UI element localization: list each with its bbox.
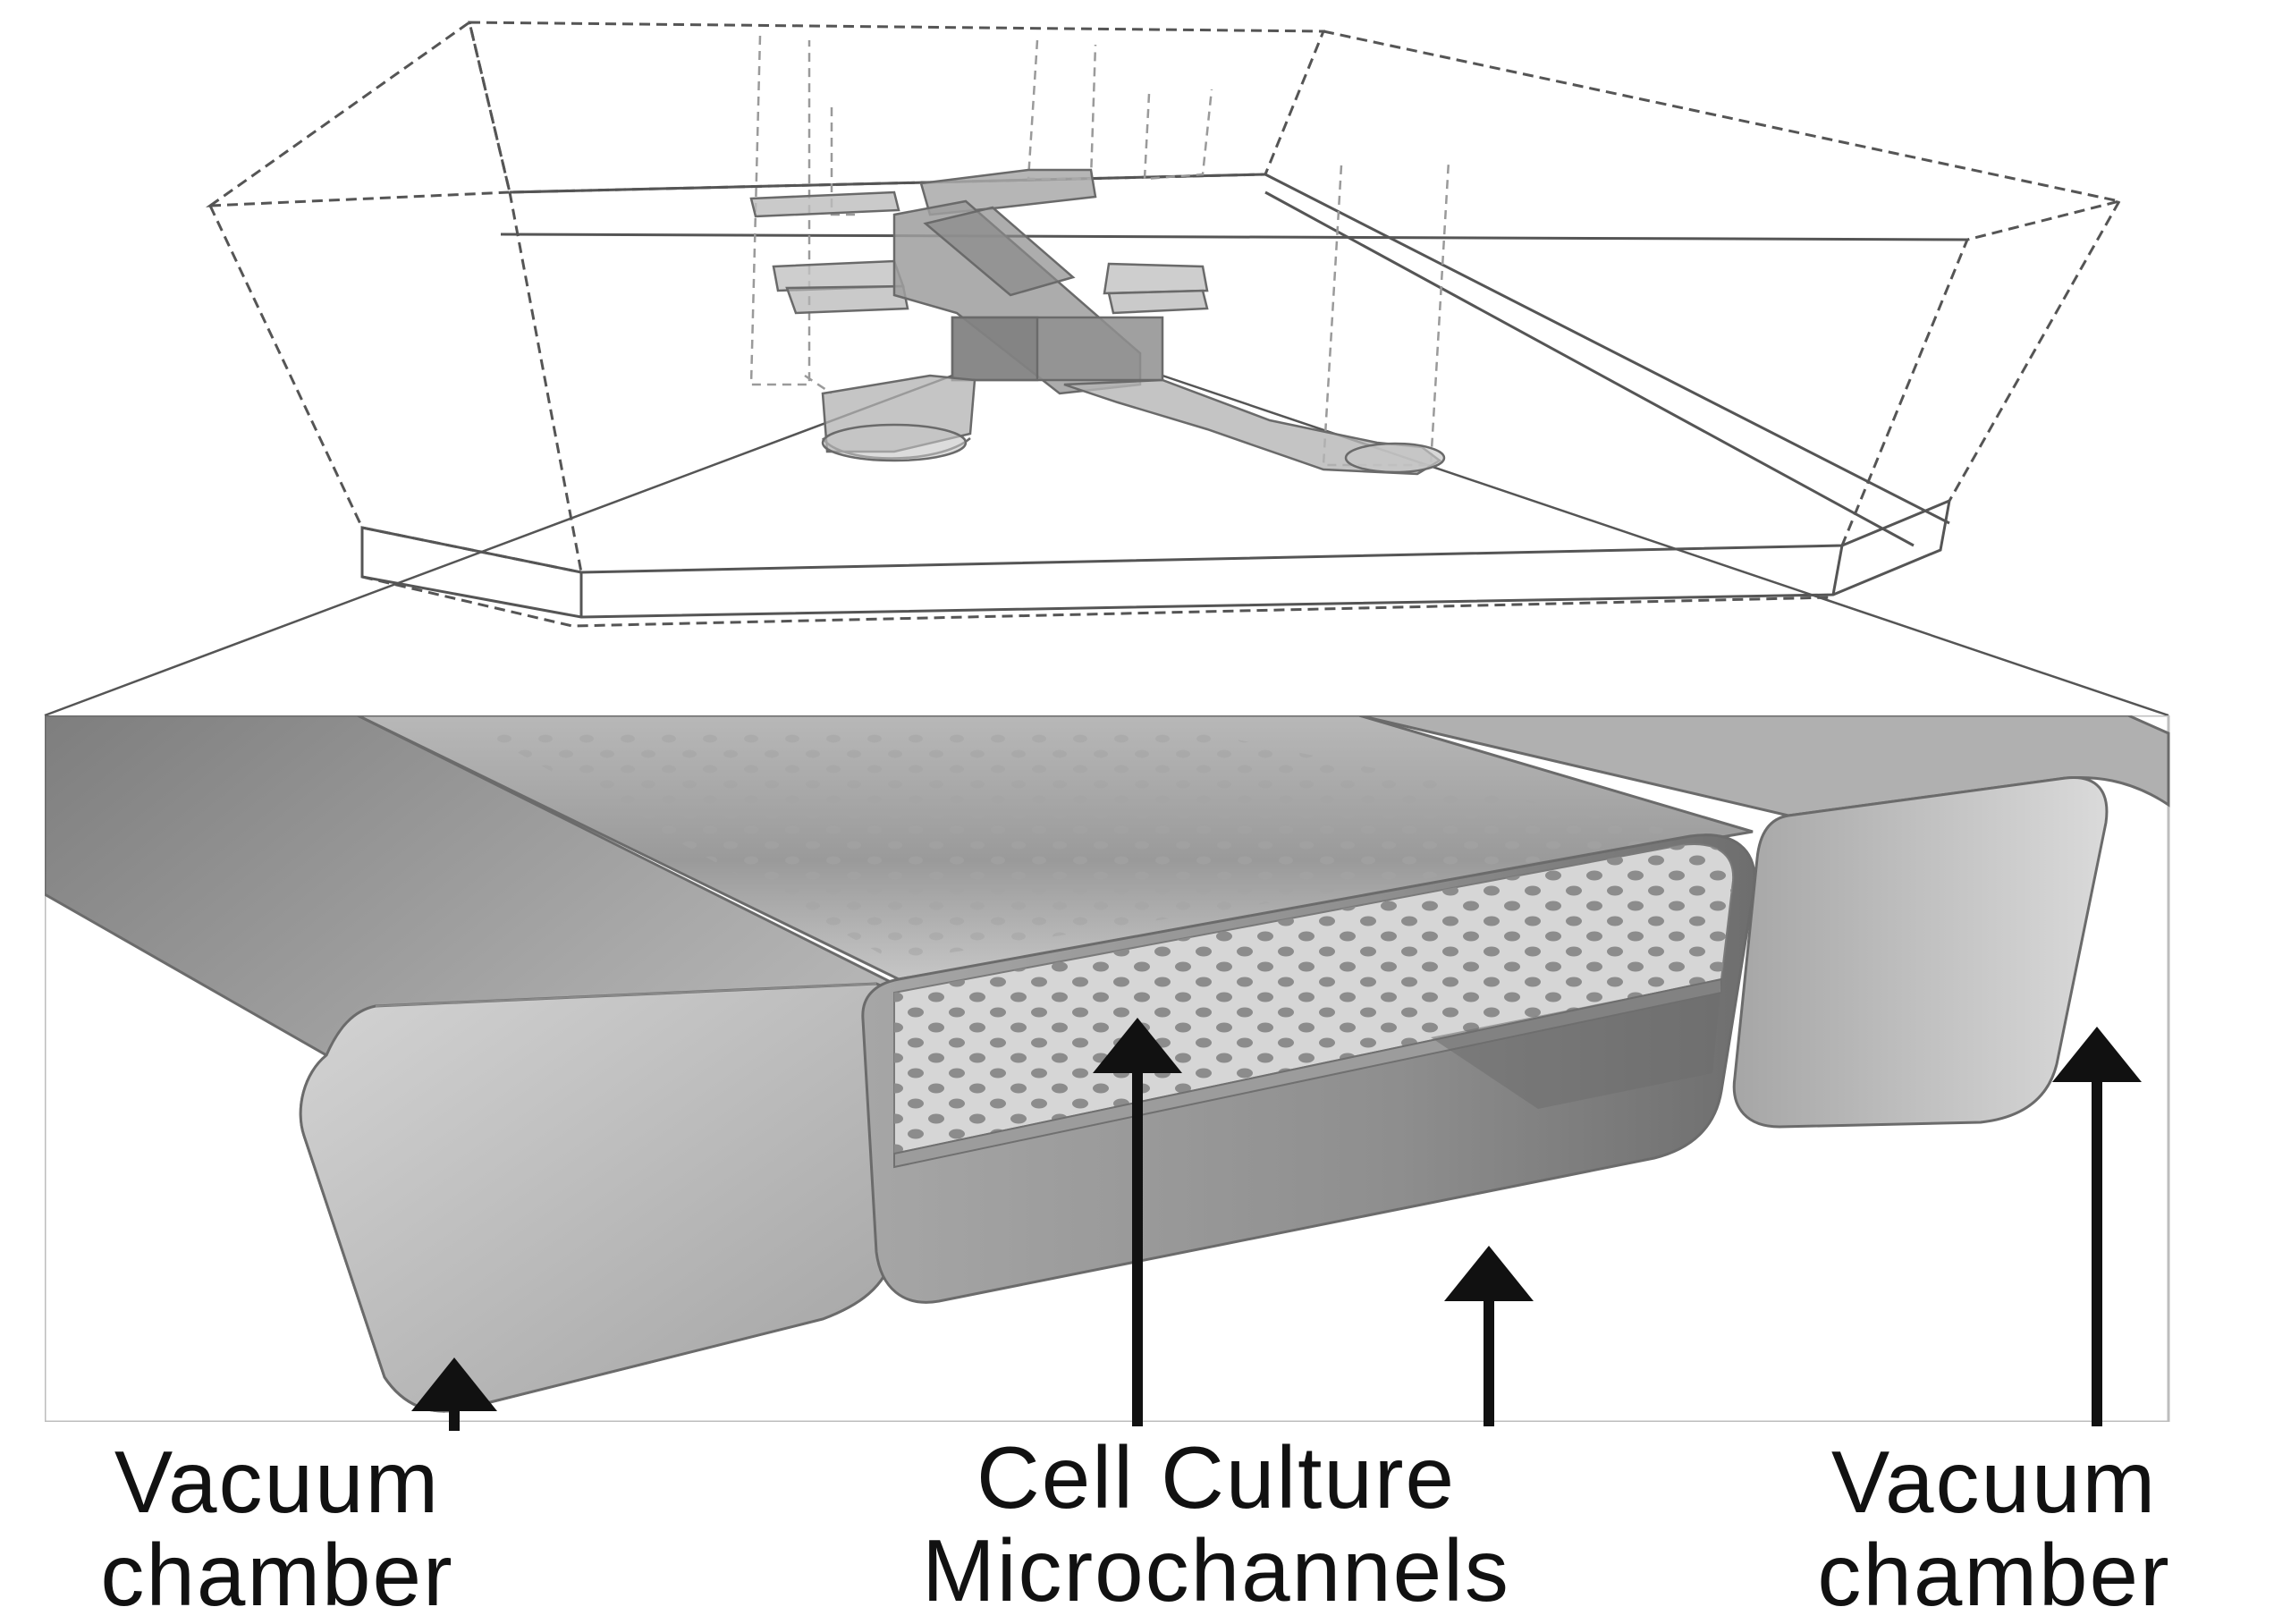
left-label-line2: chamber (100, 1526, 454, 1624)
arrow-cell-culture-upper (1093, 1018, 1182, 1426)
arrows (411, 1018, 2142, 1431)
right-vacuum-chamber-label: Vacuum chamber (1744, 1435, 2244, 1621)
channel-assembly (749, 168, 1446, 476)
left-vacuum-chamber-label: Vacuum chamber (27, 1435, 528, 1621)
center-label-line2: Microchannels (922, 1521, 1510, 1620)
left-vacuum-opening (299, 982, 923, 1413)
cross-section (45, 715, 2170, 1422)
center-label-line1: Cell Culture (976, 1428, 1456, 1527)
arrow-right-vacuum (2052, 1027, 2142, 1426)
left-label-line1: Vacuum (114, 1433, 441, 1531)
right-label-line1: Vacuum (1830, 1433, 2158, 1531)
arrow-left-vacuum (411, 1358, 497, 1431)
cell-culture-microchannels-label: Cell Culture Microchannels (769, 1431, 1663, 1617)
right-label-line2: chamber (1817, 1526, 2171, 1624)
arrow-cell-culture-lower (1444, 1246, 1534, 1426)
right-vacuum-opening (1732, 775, 2109, 1129)
